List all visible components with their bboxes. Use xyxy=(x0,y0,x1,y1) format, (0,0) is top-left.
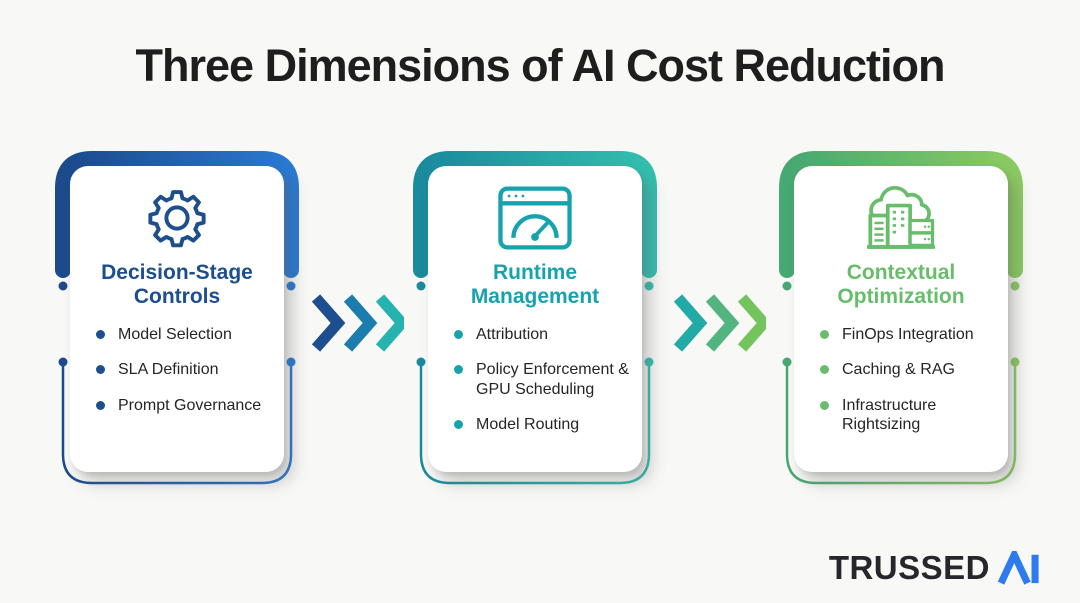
bullet-text: Infrastructure Rightsizing xyxy=(842,396,937,434)
bullet-dot xyxy=(454,365,463,375)
bullet-dot xyxy=(454,329,463,339)
frame-dot xyxy=(58,281,68,291)
bullet-dot xyxy=(96,365,105,375)
bullet-list: FinOps Integration Caching & RAG Infrast… xyxy=(794,325,1008,451)
bullet-dot xyxy=(820,365,829,375)
list-item: Attribution xyxy=(454,325,632,345)
bullet-dot xyxy=(820,400,829,410)
card-frame xyxy=(413,151,657,485)
frame-dot xyxy=(782,357,792,367)
frame-dot xyxy=(416,357,426,367)
bullet-dot xyxy=(820,329,829,339)
frame-dot xyxy=(286,281,296,291)
frame-top-band xyxy=(55,151,299,278)
card-contextual-optimization: Contextual Optimization FinOps Integrati… xyxy=(774,146,1028,494)
frame-dot xyxy=(1010,357,1020,367)
list-item: Prompt Governance xyxy=(96,396,274,416)
card-decision-stage-controls: Decision-Stage Controls Model Selection … xyxy=(50,146,304,494)
list-item: Policy Enforcement & GPU Scheduling xyxy=(454,360,632,399)
frame-bottom-outline xyxy=(419,360,651,485)
chevron-arrows-icon xyxy=(311,294,404,352)
frame-top-band xyxy=(413,151,657,278)
list-item: Caching & RAG xyxy=(820,360,998,380)
page-title: Three Dimensions of AI Cost Reduction xyxy=(135,40,946,91)
bullet-text: Attribution xyxy=(476,325,549,343)
list-item: FinOps Integration xyxy=(820,325,998,345)
card-title: Runtime Management xyxy=(470,261,600,309)
frame-bottom-outline xyxy=(61,360,293,485)
frame-top-band xyxy=(779,151,1023,278)
bullet-text: Policy Enforcement & GPU Scheduling xyxy=(476,361,629,398)
frame-dot xyxy=(416,281,426,291)
frame-dot xyxy=(58,357,68,367)
card-runtime-management: Runtime Management Attribution Policy En… xyxy=(408,146,662,494)
brand-logo: TRUSSED xyxy=(829,549,1042,587)
bullet-text: Model Selection xyxy=(118,325,232,343)
list-item: SLA Definition xyxy=(96,360,274,380)
frame-bottom-outline xyxy=(785,360,1017,485)
bullet-dot xyxy=(96,329,105,339)
bullet-text: FinOps Integration xyxy=(842,325,974,343)
frame-dot xyxy=(782,281,792,291)
chevron-arrows-icon xyxy=(673,294,766,352)
brand-name: TRUSSED xyxy=(828,549,990,586)
card-frame xyxy=(55,151,299,485)
frame-dot xyxy=(286,357,296,367)
bullet-list: Model Selection SLA Definition Prompt Go… xyxy=(70,325,284,432)
speedometer-browser-icon xyxy=(497,183,573,253)
bullet-text: SLA Definition xyxy=(118,361,219,379)
card-title: Decision-Stage Controls xyxy=(101,261,253,309)
bullet-text: Caching & RAG xyxy=(842,361,955,379)
frame-dot xyxy=(644,281,654,291)
bullet-dot xyxy=(96,400,105,410)
bullet-list: Attribution Policy Enforcement & GPU Sch… xyxy=(428,325,642,451)
cloud-infrastructure-icon xyxy=(862,183,940,253)
list-item: Model Routing xyxy=(454,415,632,435)
bullet-text: Prompt Governance xyxy=(118,396,262,414)
card-body: Contextual Optimization FinOps Integrati… xyxy=(794,166,1008,472)
list-item: Infrastructure Rightsizing xyxy=(820,396,998,435)
gear-icon xyxy=(144,183,210,253)
card-body: Runtime Management Attribution Policy En… xyxy=(428,166,642,472)
card-title: Contextual Optimization xyxy=(837,261,965,309)
bullet-dot xyxy=(454,420,463,430)
brand-ai-mark-icon xyxy=(997,551,1039,585)
list-item: Model Selection xyxy=(96,325,274,345)
bullet-text: Model Routing xyxy=(476,416,580,434)
card-body: Decision-Stage Controls Model Selection … xyxy=(70,166,284,472)
frame-dot xyxy=(1010,281,1020,291)
frame-dot xyxy=(644,357,654,367)
card-frame xyxy=(779,151,1023,485)
